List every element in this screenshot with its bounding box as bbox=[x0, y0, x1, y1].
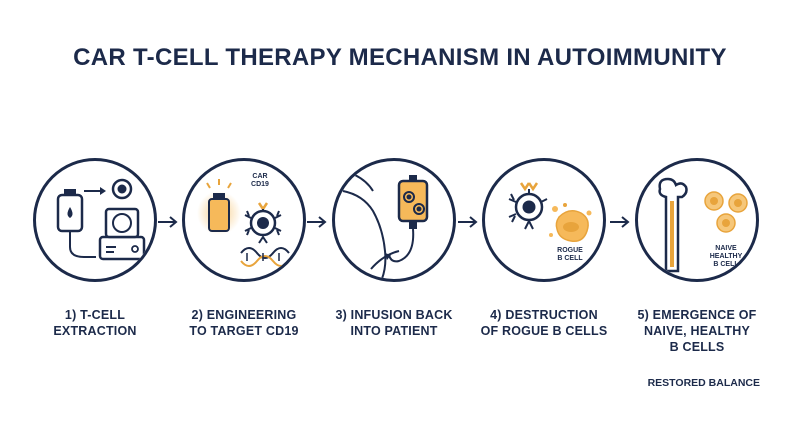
blood-drop-icon bbox=[67, 207, 73, 218]
step-2-caption: 2) ENGINEERING TO TARGET CD19 bbox=[189, 308, 299, 338]
step-2-circle: CAR CD19 bbox=[182, 158, 306, 282]
infusion-illustration bbox=[342, 174, 429, 279]
arm-outline bbox=[342, 190, 387, 279]
step-1-caption: 1) T-CELL EXTRACTION bbox=[53, 308, 137, 338]
naive-label: NAIVE bbox=[715, 245, 737, 252]
bone-icon bbox=[658, 177, 688, 273]
cd19-label: CD19 bbox=[251, 181, 269, 188]
step-4-caption: 4) DESTRUCTION OF ROGUE B CELLS bbox=[480, 308, 608, 338]
step-3-caption: 3) INFUSION BACK INTO PATIENT bbox=[335, 308, 453, 338]
healthy-label: HEALTHY bbox=[709, 253, 743, 260]
car-t-cell-icon bbox=[508, 182, 548, 230]
emergence-illustration bbox=[658, 177, 748, 273]
extraction-illustration bbox=[56, 178, 146, 261]
step-1-circle bbox=[33, 158, 157, 282]
restored-balance-label: RESTORED BALANCE bbox=[647, 377, 760, 389]
arrow-icon bbox=[610, 216, 630, 228]
rogue-label: ROGUE bbox=[557, 247, 583, 254]
rogue-b-cell-icon bbox=[549, 203, 592, 243]
step-5-caption: 5) EMERGENCE OF NAIVE, HEALTHY B CELLS bbox=[637, 308, 757, 354]
dna-icon bbox=[240, 247, 290, 267]
car-label: CAR bbox=[252, 173, 268, 180]
arrow-icon bbox=[307, 216, 327, 228]
b-cell-label: B CELL bbox=[557, 255, 583, 262]
step-4-circle: ROGUE B CELL bbox=[482, 158, 606, 282]
healthy-b-cell-icon bbox=[704, 191, 748, 233]
engineering-illustration bbox=[197, 179, 290, 267]
arrow-icon bbox=[158, 216, 178, 228]
t-cell-icon bbox=[111, 178, 133, 200]
step-3-circle bbox=[332, 158, 456, 282]
destruction-illustration bbox=[508, 182, 592, 243]
page-title: CAR T-CELL THERAPY MECHANISM IN AUTOIMMU… bbox=[73, 44, 727, 71]
b-cell-label: B CELL bbox=[713, 261, 739, 268]
vial-icon bbox=[213, 193, 225, 199]
car-t-cell-icon bbox=[244, 202, 282, 244]
arrow-icon bbox=[458, 216, 478, 228]
step-5-circle: NAIVE HEALTHY B CELL bbox=[635, 158, 759, 282]
